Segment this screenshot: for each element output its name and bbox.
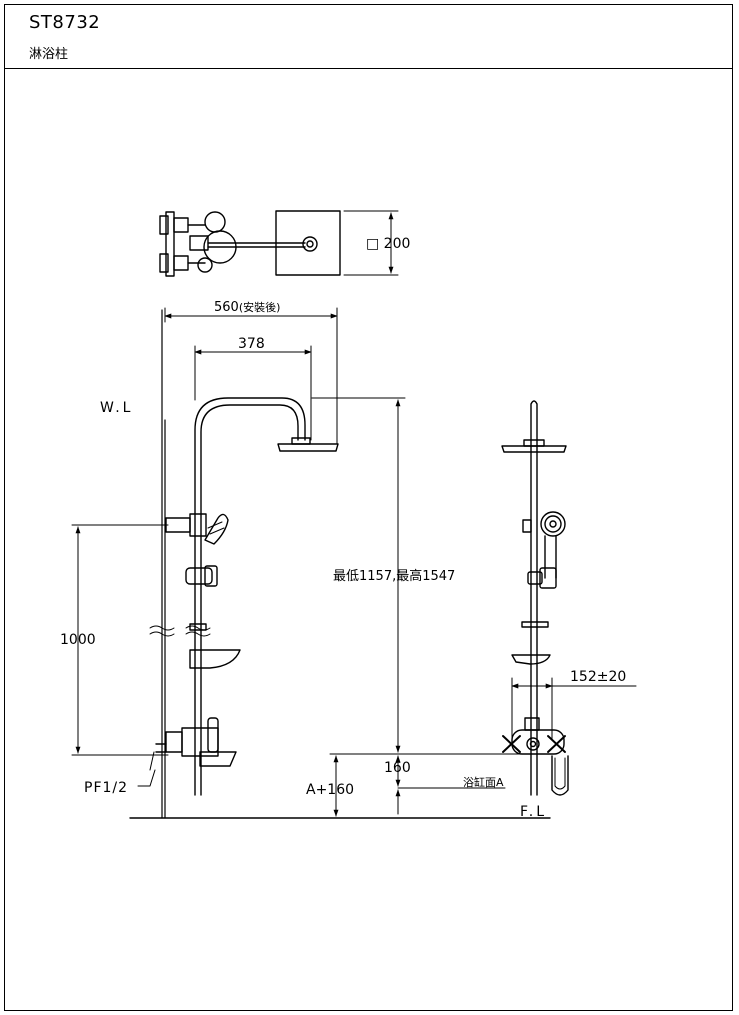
wall-line-label: W.L bbox=[100, 400, 134, 416]
title-block: ST8732 淋浴柱 bbox=[5, 5, 732, 69]
model-number: ST8732 bbox=[29, 12, 101, 33]
reach-dim: 560(安裝後) bbox=[214, 300, 280, 315]
side-view bbox=[501, 400, 569, 796]
top-view bbox=[159, 210, 399, 277]
floor-line-label: F.L bbox=[520, 804, 547, 820]
side-dimensions bbox=[511, 677, 637, 741]
head-square-dim: □ 200 bbox=[366, 236, 410, 252]
handshower-height-dim: 1000 bbox=[60, 632, 96, 648]
spout-height-dim: 160 bbox=[384, 760, 411, 776]
drawing-sheet: ST8732 淋浴柱 bbox=[4, 4, 733, 1011]
mount-height-dim: A+160 bbox=[306, 782, 354, 798]
front-view bbox=[129, 309, 551, 819]
center-distance-dim: 152±20 bbox=[570, 669, 626, 685]
product-name: 淋浴柱 bbox=[29, 47, 69, 62]
tub-surface-label: 浴缸面A bbox=[463, 775, 504, 789]
height-range-dim: 最低1157,最高1547 bbox=[333, 568, 455, 584]
inlet-thread-label: PF1/2 bbox=[84, 780, 128, 796]
arm-reach-dim: 378 bbox=[238, 336, 265, 352]
front-dimensions bbox=[71, 307, 521, 819]
